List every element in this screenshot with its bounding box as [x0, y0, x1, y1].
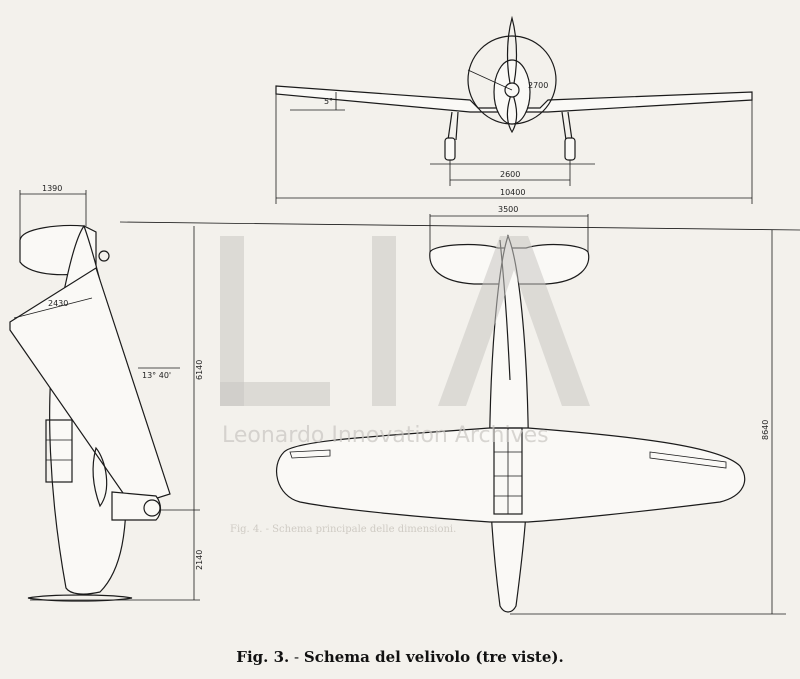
right-wheel	[564, 137, 576, 161]
figure-number: Fig. 3.	[236, 648, 290, 666]
top-view: 3500 8640	[275, 205, 786, 615]
tailspan-side-label: 1390	[42, 184, 62, 193]
left-aileron	[289, 449, 331, 459]
top-wing	[275, 427, 746, 523]
side-wheel	[143, 499, 161, 517]
tailspan-top-label: 3500	[498, 205, 518, 214]
left-wheel	[444, 137, 456, 161]
chord-dim-line	[13, 297, 93, 319]
chord-label: 2430	[48, 299, 68, 308]
side-propeller	[27, 594, 133, 602]
left-gear-leg	[447, 111, 459, 141]
span-label: 10400	[500, 188, 525, 197]
caption-subtitle: (tre viste).	[470, 648, 564, 666]
lia-watermark: Leonardo Innovation Archives	[220, 236, 590, 448]
right-aileron	[649, 451, 727, 469]
track-label: 2600	[500, 170, 520, 179]
watermark-A	[438, 236, 590, 406]
front-view: 5° 2700 2600 10400	[275, 15, 753, 204]
top-reference-line	[119, 221, 800, 231]
watermark-L-foot	[220, 382, 330, 406]
prop-diameter-label: 2700	[528, 81, 548, 90]
dihedral-label: 5°	[324, 97, 333, 106]
prop-radius-line	[467, 69, 513, 91]
side-height-upper-label: 6140	[195, 360, 204, 380]
side-view: 1390 2430 13° 40' 6140 2140	[9, 184, 800, 602]
tail-wheel	[98, 250, 110, 262]
right-gear-leg	[561, 111, 573, 141]
side-height-lower-label: 2140	[195, 550, 204, 570]
caption-separator: -	[289, 648, 304, 666]
ghost-caption: Fig. 4. - Schema principale delle dimens…	[230, 524, 456, 535]
side-intake	[92, 446, 108, 508]
length-label: 8640	[761, 420, 770, 440]
prop-blade-bottom	[506, 90, 518, 134]
caption-title: Schema del velivolo	[303, 648, 471, 666]
figure-caption: Fig. 3. - Schema del velivolo (tre viste…	[0, 648, 800, 666]
watermark-L-stem	[220, 236, 244, 406]
watermark-I	[372, 236, 396, 406]
watermark-text: Leonardo Innovation Archives	[222, 423, 549, 448]
sweep-label: 13° 40'	[142, 371, 171, 380]
side-cockpit-frame	[45, 419, 73, 483]
